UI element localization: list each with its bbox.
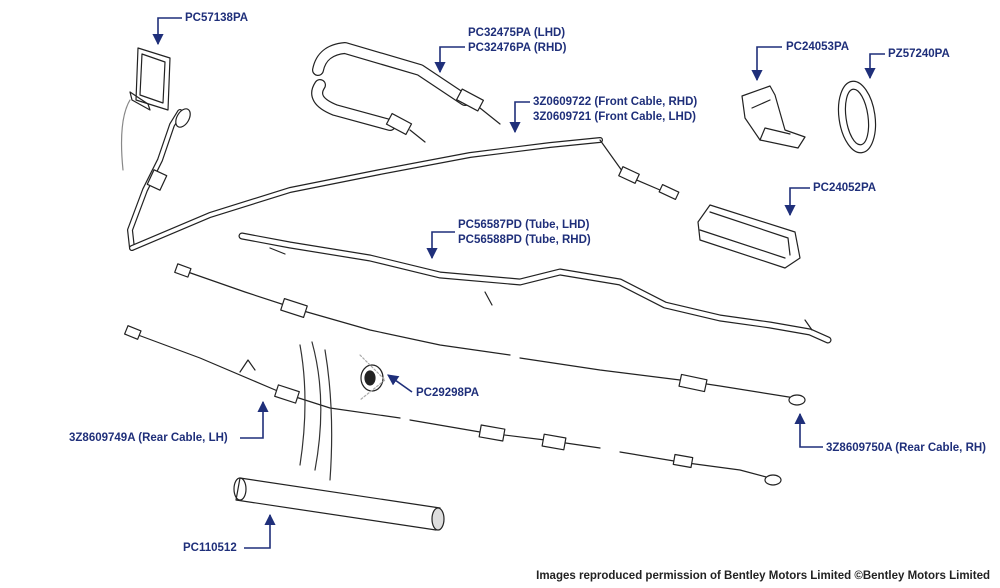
label-pc110512: PC110512 [183,542,237,554]
label-front-cable-rhd: 3Z0609722 (Front Cable, RHD) [533,96,698,108]
label-pc57138pa: PC57138PA [185,12,249,24]
label-pc32475pa: PC32475PA (LHD) [468,27,566,39]
label-front-cable-lhd: 3Z0609721 (Front Cable, LHD) [533,111,696,123]
callout-arrows [152,17,885,549]
rear-cable-lower [124,325,782,486]
front-cable-part [127,108,680,251]
label-tube-rhd: PC56588PD (Tube, RHD) [458,234,591,246]
bush-part [359,354,386,401]
oval-grommet-part [837,80,877,154]
sleeve-part [233,341,445,531]
copyright-credit: Images reproduced permission of Bentley … [536,570,990,582]
label-pc29298pa: PC29298PA [416,387,480,399]
label-pc32476pa: PC32476PA (RHD) [468,42,567,54]
label-tube-lhd: PC56587PD (Tube, LHD) [458,219,590,231]
rear-cable-upper [174,263,806,406]
guide-part [697,204,801,269]
label-rear-cable-lh: 3Z8609749A (Rear Cable, LH) [69,432,228,444]
grommet-part [120,47,171,171]
tube-part [238,232,832,344]
hose-part [311,42,501,143]
label-pc24053pa: PC24053PA [786,41,850,53]
label-pc24052pa: PC24052PA [813,182,877,194]
clip-part [741,85,806,149]
label-rear-cable-rh: 3Z8609750A (Rear Cable, RH) [826,442,987,454]
label-pz57240pa: PZ57240PA [888,48,950,60]
